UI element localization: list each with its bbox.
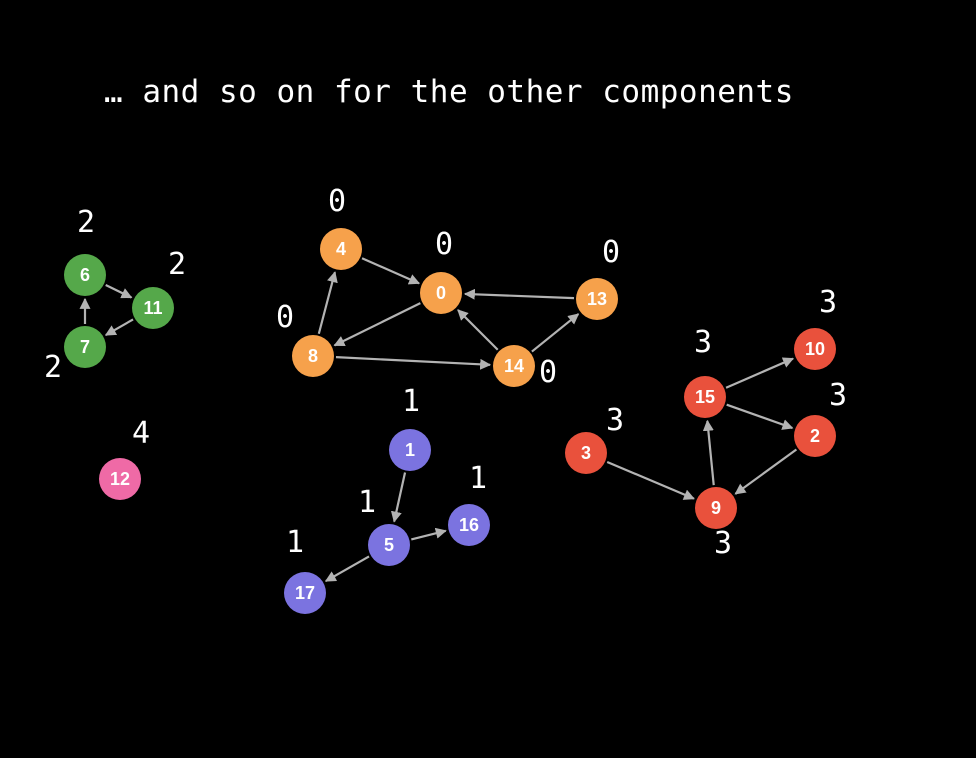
component-label-node-4: 0 [328,184,346,219]
edge-8-to-4 [317,271,338,335]
edge-0-to-8 [333,302,421,347]
node-16: 16 [448,504,490,546]
node-label: 3 [581,443,591,463]
node-label: 17 [295,583,315,603]
component-label-node-12: 4 [132,416,150,451]
node-label: 15 [695,387,715,407]
edge-5-to-16 [411,527,447,541]
node-6: 6 [64,254,106,296]
node-circle [64,326,106,368]
node-circle [64,254,106,296]
component-label-node-0: 0 [435,227,453,262]
edges-layer [79,257,798,583]
node-circle [493,345,535,387]
edge-11-to-7 [104,318,134,337]
node-circle [368,524,410,566]
node-12: 12 [99,458,141,500]
node-label: 10 [805,339,825,359]
component-label-node-13: 0 [602,235,620,270]
node-13: 13 [576,278,618,320]
edge-5-to-17 [324,555,370,583]
node-0: 0 [420,272,462,314]
node-9: 9 [695,487,737,529]
node-circle [448,504,490,546]
edge-14-to-0 [457,309,499,351]
node-8: 8 [292,335,334,377]
node-circle [99,458,141,500]
edge-1-to-5 [390,472,407,523]
edge-15-to-10 [725,357,795,389]
edge-13-to-0 [463,288,575,300]
node-circle [695,487,737,529]
edge-15-to-2 [726,403,794,430]
component-label-node-3: 3 [606,403,624,438]
node-circle [320,228,362,270]
node-circle [794,328,836,370]
node-label: 14 [504,356,524,376]
node-circle [292,335,334,377]
node-circle [132,287,174,329]
node-15: 15 [684,376,726,418]
component-label-node-11: 2 [168,247,186,282]
edge-8-to-14 [335,356,492,370]
node-label: 12 [110,469,130,489]
node-4: 4 [320,228,362,270]
node-14: 14 [493,345,535,387]
component-label-node-10: 3 [819,285,837,320]
node-label: 2 [810,426,820,446]
caption: … and so on for the other components [104,74,794,110]
node-7: 7 [64,326,106,368]
node-5: 5 [368,524,410,566]
edge-3-to-9 [606,460,695,500]
node-17: 17 [284,572,326,614]
node-1: 1 [389,429,431,471]
component-label-node-17: 1 [286,525,304,560]
edge-4-to-0 [361,257,421,285]
component-label-node-8: 0 [276,300,294,335]
component-label-node-2: 3 [829,378,847,413]
component-label-node-9: 3 [714,526,732,561]
node-label: 4 [336,239,346,259]
component-label-node-1: 1 [402,384,420,419]
node-10: 10 [794,328,836,370]
edge-9-to-15 [702,419,715,486]
node-11: 11 [132,287,174,329]
node-circle [576,278,618,320]
node-label: 0 [436,283,446,303]
node-label: 7 [80,337,90,357]
node-circle [284,572,326,614]
node-label: 8 [308,346,318,366]
component-label-node-15: 3 [694,325,712,360]
node-label: 13 [587,289,607,309]
node-circle [420,272,462,314]
node-label: 9 [711,498,721,518]
component-label-node-16: 1 [469,461,487,496]
node-circle [684,376,726,418]
edge-6-to-11 [105,284,133,299]
node-label: 11 [143,298,162,318]
edge-14-to-13 [531,313,580,353]
node-label: 1 [405,440,415,460]
node-circle [389,429,431,471]
node-label: 6 [80,265,90,285]
node-circle [565,432,607,474]
node-circle [794,415,836,457]
component-label-node-14: 0 [539,355,557,390]
node-3: 3 [565,432,607,474]
component-label-node-6: 2 [77,205,95,240]
node-label: 5 [384,535,394,555]
component-label-node-5: 1 [358,485,376,520]
node-label: 16 [459,515,479,535]
node-2: 2 [794,415,836,457]
edge-2-to-9 [734,448,798,495]
component-label-node-7: 2 [44,350,62,385]
